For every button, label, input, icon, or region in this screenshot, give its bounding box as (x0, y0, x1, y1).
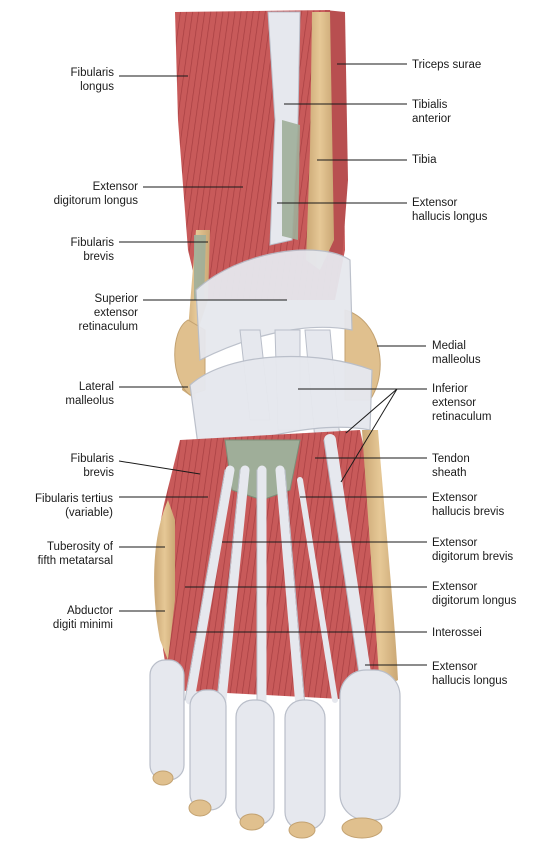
label-extensor-hallucis-longus-lower: Extensor hallucis longus (432, 661, 508, 687)
superior-retinaculum-band (195, 249, 353, 361)
label-abductor-digiti-minimi: Abductor digiti minimi (52, 605, 113, 631)
label-fibularis-brevis-upper: Fibularis brevis (70, 237, 114, 263)
label-medial-malleolus: Medial malleolus (432, 340, 481, 366)
toe-3 (235, 699, 275, 826)
label-fibularis-longus: Fibularis longus (70, 67, 114, 93)
label-extensor-digitorum-brevis: Extensor digitorum brevis (432, 537, 514, 563)
label-lateral-malleolus: Lateral malleolus (65, 381, 114, 407)
label-extensor-hallucis-brevis: Extensor hallucis brevis (432, 492, 505, 518)
label-triceps-surae: Triceps surae (412, 59, 482, 71)
label-extensor-digitorum-longus-upper: Extensor digitorum longus (53, 181, 138, 207)
label-fibularis-tertius: Fibularis tertius (variable) (35, 493, 113, 519)
first-metatarsal-edge (362, 430, 398, 690)
fifth-metatarsal-edge (154, 500, 175, 660)
toe-5 (149, 659, 185, 781)
leader-lines (118, 63, 427, 666)
toe-2 (284, 699, 326, 831)
label-inferior-extensor-retinaculum: Inferior extensor retinaculum (432, 383, 492, 423)
label-tibia: Tibia (412, 154, 437, 166)
label-superior-extensor-retinaculum: Superior extensor retinaculum (78, 293, 138, 333)
toe-1 (339, 669, 401, 821)
label-tuberosity-fifth-metatarsal: Tuberosity of fifth metatarsal (37, 541, 113, 567)
toes (149, 659, 401, 831)
label-extensor-hallucis-longus-upper: Extensor hallucis longus (412, 197, 488, 223)
toe-tips (152, 770, 383, 839)
label-extensor-digitorum-longus-lower: Extensor digitorum longus (432, 581, 517, 607)
tibia-bone (306, 12, 334, 270)
label-tibialis-anterior: Tibialis anterior (412, 99, 451, 125)
label-fibularis-brevis-lower: Fibularis brevis (70, 453, 114, 479)
toe-4 (189, 689, 227, 811)
label-interossei: Interossei (432, 627, 482, 639)
label-tendon-sheath: Tendon sheath (432, 453, 470, 479)
